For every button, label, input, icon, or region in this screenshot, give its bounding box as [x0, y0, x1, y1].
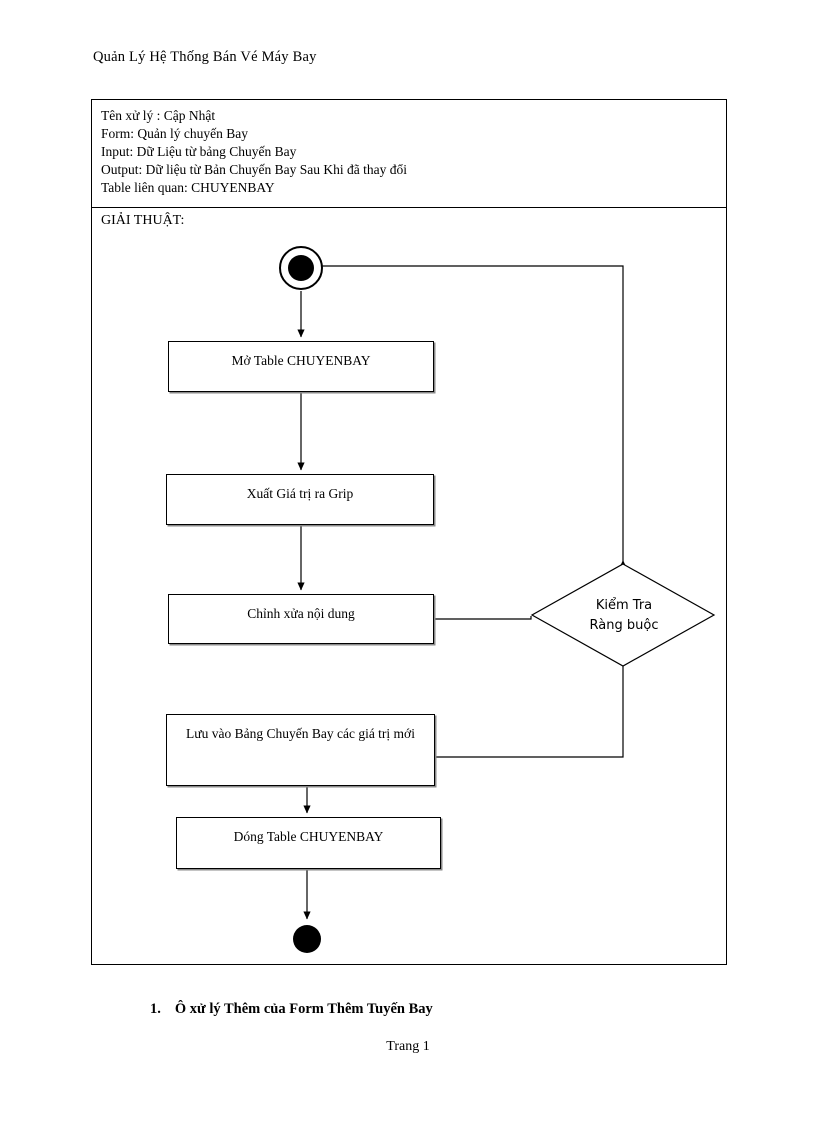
flow-node-edit-content: Chỉnh xửa nội dung [168, 594, 434, 644]
page-number: Trang 1 [386, 1039, 430, 1054]
spec-line-table: Table liên quan: CHUYENBAY [101, 180, 275, 195]
connector-decision-to-save-values [435, 666, 624, 758]
flow-node-open-table-label: Mở Table CHUYENBAY [231, 353, 371, 368]
spec-line-output: Output: Dữ liệu từ Bản Chuyến Bay Sau Kh… [101, 162, 407, 177]
flow-node-save-values-label: Lưu vào Bảng Chuyến Bay các giá trị mới [186, 726, 415, 741]
spec-line-form: Form: Quản lý chuyến Bay [101, 126, 248, 141]
connector-edit-content-to-decision [434, 616, 532, 620]
flow-node-close-table-label: Dóng Table CHUYENBAY [233, 829, 384, 844]
flow-node-edit-content-label: Chỉnh xửa nội dung [247, 606, 355, 621]
footer-item-number: 1. [150, 1001, 161, 1017]
arrowhead-decision-loop-back [618, 560, 628, 569]
flow-start-node [279, 246, 323, 290]
flow-end-node [293, 925, 321, 953]
flow-node-close-table: Dóng Table CHUYENBAY [176, 817, 441, 869]
spec-line-input: Input: Dữ Liệu từ bảng Chuyến Bay [101, 144, 297, 159]
footer-item-text: Ô xử lý Thêm của Form Thêm Tuyến Bay [174, 1001, 433, 1017]
decision-label-line-1: Kiểm Tra [595, 598, 653, 613]
decision-label-line-2: Ràng buộc [589, 617, 659, 633]
process-spec-frame: Tên xử lý : Cập Nhật Form: Quản lý chuyế… [91, 99, 727, 965]
flow-node-output-grid-label: Xuất Giá trị ra Grip [246, 486, 354, 501]
footer-list-item: 1. Ô xử lý Thêm của Form Thêm Tuyến Bay [150, 1001, 433, 1018]
spec-header-block: Tên xử lý : Cập Nhật Form: Quản lý chuyế… [92, 100, 726, 208]
decision-label-check-constraint: Kiểm Tra Ràng buộc [590, 596, 659, 635]
page-title: Quản Lý Hệ Thống Bán Vé Máy Bay [93, 49, 317, 65]
flow-node-output-grid: Xuất Giá trị ra Grip [166, 474, 434, 525]
algorithm-label: GIẢI THUẬT: [101, 213, 185, 228]
spec-line-process-name: Tên xử lý : Cập Nhật [101, 108, 216, 123]
flow-node-save-values: Lưu vào Bảng Chuyến Bay các giá trị mới [166, 714, 435, 786]
flow-node-open-table: Mở Table CHUYENBAY [168, 341, 434, 392]
